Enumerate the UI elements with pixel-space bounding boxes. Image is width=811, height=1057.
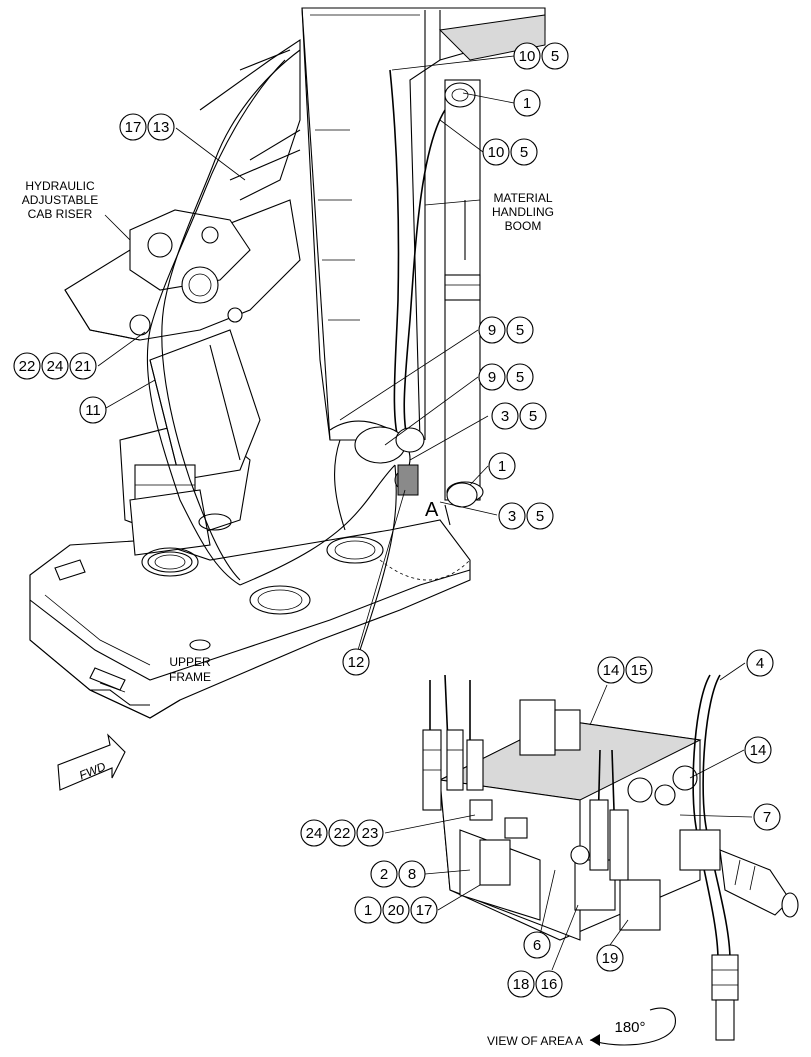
upper-frame	[29, 519, 471, 719]
callout-10-5-top: 10 5	[513, 42, 569, 70]
upper-frame-label-line-1: UPPER	[169, 655, 211, 669]
callout-number: 23	[362, 825, 379, 842]
callout-11: 11	[79, 396, 107, 424]
callout-number: 16	[541, 976, 558, 993]
callout-number: 17	[416, 902, 433, 919]
callout-number: 22	[334, 825, 351, 842]
callout-3-5-a: 3 5	[491, 402, 547, 430]
callout-number: 17	[125, 119, 142, 136]
callout-number: 9	[488, 322, 496, 339]
callout-9-5-b: 9 5	[478, 363, 534, 391]
callout-4: 4	[746, 649, 774, 677]
callout-14: 14	[744, 736, 772, 764]
callout-number: 3	[508, 508, 516, 525]
callout-9-5-a: 9 5	[478, 316, 534, 344]
fwd-arrow: FWD	[57, 733, 126, 791]
callout-number: 10	[488, 144, 505, 161]
callout-number: 3	[501, 408, 509, 425]
callout-number: 18	[513, 976, 530, 993]
callout-number: 12	[348, 654, 365, 671]
callout-number: 8	[408, 866, 416, 883]
callout-number: 11	[85, 402, 101, 419]
callout-number: 13	[153, 119, 170, 136]
boom-label-line-1: MATERIAL	[493, 191, 552, 205]
callout-number: 7	[763, 809, 771, 826]
callout-17-13: 17 13	[119, 113, 175, 141]
callout-number: 2	[380, 866, 388, 883]
callout-number: 1	[498, 458, 506, 475]
callout-number: 1	[523, 95, 531, 112]
callout-12: 12	[342, 648, 370, 676]
callout-1-20-17: 1 20 17	[354, 896, 438, 924]
callout-6: 6	[523, 931, 551, 959]
area-a-letter: A	[425, 499, 439, 521]
callouts: 10 5 1 10 5 17 13 22 24 21 11 9 5	[13, 42, 781, 998]
callout-7: 7	[753, 803, 781, 831]
callout-number: 24	[306, 825, 323, 842]
text-labels: HYDRAULIC ADJUSTABLE CAB RISER MATERIAL …	[22, 179, 676, 1048]
callout-number: 5	[529, 408, 537, 425]
callout-number: 4	[756, 655, 764, 672]
callout-1-top: 1	[513, 89, 541, 117]
callout-number: 10	[519, 48, 536, 65]
callout-number: 5	[551, 48, 559, 65]
upper-frame-label-line-2: FRAME	[169, 670, 211, 684]
callout-18-16: 18 16	[507, 970, 563, 998]
callout-19: 19	[596, 944, 624, 972]
callout-number: 19	[602, 950, 619, 967]
callout-number: 24	[47, 358, 64, 375]
callout-2-8: 2 8	[370, 860, 426, 888]
hose-routing	[141, 49, 478, 651]
callout-1-mid: 1	[488, 452, 516, 480]
callout-3-5-b: 3 5	[498, 502, 554, 530]
boom-label-line-3: BOOM	[505, 219, 542, 233]
callout-number: 5	[516, 369, 524, 386]
view-of-area-label: VIEW OF AREA A	[487, 1034, 583, 1048]
callout-number: 14	[750, 742, 767, 759]
callout-number: 20	[388, 902, 405, 919]
callout-number: 9	[488, 369, 496, 386]
callout-number: 5	[520, 144, 528, 161]
callout-number: 1	[364, 902, 372, 919]
callout-number: 6	[533, 937, 541, 954]
rotation-label: 180°	[614, 1019, 645, 1036]
cab-riser	[64, 38, 301, 556]
callout-number: 14	[603, 662, 620, 679]
valve-assembly	[422, 674, 799, 1041]
callout-number: 15	[631, 662, 648, 679]
leader-lines	[97, 55, 753, 971]
callout-number: 5	[516, 322, 524, 339]
callout-22-24-21: 22 24 21	[13, 352, 97, 380]
callout-24-22-23: 24 22 23	[300, 819, 384, 847]
cab-riser-label-line-1: HYDRAULIC	[25, 179, 95, 193]
callout-number: 5	[536, 508, 544, 525]
callout-14-15: 14 15	[597, 656, 653, 684]
cab-riser-label-line-3: CAB RISER	[28, 207, 93, 221]
area-a-marker: A	[425, 499, 451, 526]
callout-number: 22	[19, 358, 36, 375]
boom-label-line-2: HANDLING	[492, 205, 554, 219]
callout-10-5-mid: 10 5	[482, 138, 538, 166]
cab-riser-label-line-2: ADJUSTABLE	[22, 193, 98, 207]
callout-number: 21	[75, 358, 92, 375]
